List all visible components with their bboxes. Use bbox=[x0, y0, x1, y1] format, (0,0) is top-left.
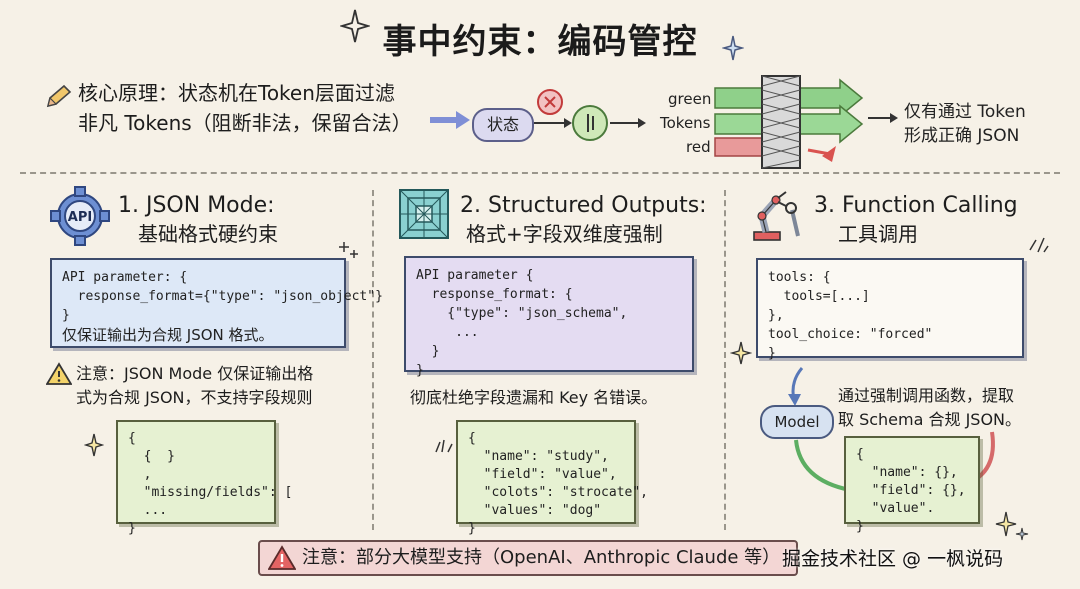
section-1-title-sub: 基础格式硬约束 bbox=[138, 222, 278, 246]
column-divider-2 bbox=[724, 190, 726, 530]
tokens-label: Tokens bbox=[660, 114, 711, 132]
schema-grid-icon bbox=[399, 189, 449, 239]
result-text: 仅有通过 Token 形成正确 JSON bbox=[904, 100, 1026, 148]
section-1-title: 1. JSON Mode: 基础格式硬约束 bbox=[118, 192, 278, 248]
structured-outputs-caption: 彻底杜绝字段遗漏和 Key 名错误。 bbox=[410, 388, 658, 407]
principle-line-2: 非凡 Tokens（阻断非法，保留合法） bbox=[78, 111, 412, 135]
structured-outputs-code-box: API parameter { response_format: { {"typ… bbox=[404, 256, 694, 378]
watermark: 掘金技术社区 @ 一枫说码 bbox=[782, 548, 1004, 570]
caption-line-2: 取 Schema 合规 JSON。 bbox=[838, 410, 1022, 429]
json-mode-code-box: API parameter: { response_format={"type"… bbox=[50, 258, 383, 348]
emphasis-marks-icon bbox=[1029, 237, 1049, 253]
caption-line-1: 通过强制调用函数，提取 bbox=[838, 386, 1015, 405]
model-node: Model bbox=[760, 405, 834, 439]
emphasis-marks-icon bbox=[435, 439, 453, 453]
column-divider-1 bbox=[372, 190, 374, 530]
structured-outputs-example: { "name": "study", "field": "value", "co… bbox=[456, 420, 648, 536]
warning-line-1: 注意：JSON Mode 仅保证输出格 bbox=[76, 364, 314, 383]
sparkle-icon bbox=[722, 35, 744, 61]
green-label: green bbox=[668, 90, 712, 108]
api-gear-icon: API bbox=[50, 186, 110, 246]
json-mode-warning: 注意：JSON Mode 仅保证输出格 式为合规 JSON，不支持字段规则 bbox=[76, 362, 313, 410]
result-line-2: 形成正确 JSON bbox=[904, 126, 1020, 146]
section-3-title-main: 3. Function Calling bbox=[814, 193, 1018, 218]
sparkle-icon bbox=[339, 242, 358, 258]
section-2-title-sub: 格式+字段双维度强制 bbox=[466, 222, 663, 246]
section-3-title: 3. Function Calling 工具调用 bbox=[814, 192, 1018, 248]
sparkle-icon bbox=[995, 511, 1029, 541]
sparkle-icon bbox=[730, 341, 752, 365]
sparkle-icon bbox=[340, 9, 370, 43]
json-mode-example: { { } , "missing/fields": [ ... } bbox=[116, 420, 292, 536]
core-principle: 核心原理：状态机在Token层面过滤 非凡 Tokens（阻断非法，保留合法） bbox=[78, 78, 412, 138]
function-calling-example: { "name": {}, "field": {}, "value". } bbox=[844, 436, 980, 534]
json-mode-caption: 仅保证输出为合规 JSON 格式。 bbox=[62, 326, 274, 344]
result-line-1: 仅有通过 Token bbox=[904, 102, 1026, 122]
principle-line-1: 核心原理：状态机在Token层面过滤 bbox=[78, 81, 395, 105]
robot-arm-icon bbox=[753, 191, 800, 241]
warning-line-2: 式为合规 JSON，不支持字段规则 bbox=[76, 388, 313, 407]
svg-text:API: API bbox=[68, 210, 92, 225]
function-calling-code-box: tools: { tools=[...] }, tool_choice: "fo… bbox=[756, 258, 1024, 361]
section-2-title-main: 2. Structured Outputs: bbox=[460, 193, 707, 218]
token-filter-diagram bbox=[430, 75, 898, 169]
support-note-banner: 注意：部分大模型支持（OpenAI、Anthropic Claude 等） bbox=[258, 540, 798, 576]
top-divider bbox=[20, 172, 1060, 174]
section-2-title: 2. Structured Outputs: 格式+字段双维度强制 bbox=[460, 192, 707, 248]
page-title: 事中约束：编码管控 bbox=[382, 22, 698, 62]
support-note-text: 注意：部分大模型支持（OpenAI、Anthropic Claude 等） bbox=[302, 547, 781, 568]
sparkle-icon bbox=[84, 433, 104, 457]
pencil-icon bbox=[46, 84, 72, 108]
section-3-title-sub: 工具调用 bbox=[838, 222, 918, 246]
state-node: 状态 bbox=[472, 108, 534, 142]
section-1-title-main: 1. JSON Mode: bbox=[118, 193, 275, 218]
function-calling-caption: 通过强制调用函数，提取 取 Schema 合规 JSON。 bbox=[838, 384, 1021, 432]
json-mode-code: API parameter: { response_format={"type"… bbox=[62, 270, 383, 323]
warning-icon bbox=[268, 545, 296, 570]
red-label: red bbox=[686, 138, 711, 156]
warning-icon bbox=[46, 362, 72, 385]
